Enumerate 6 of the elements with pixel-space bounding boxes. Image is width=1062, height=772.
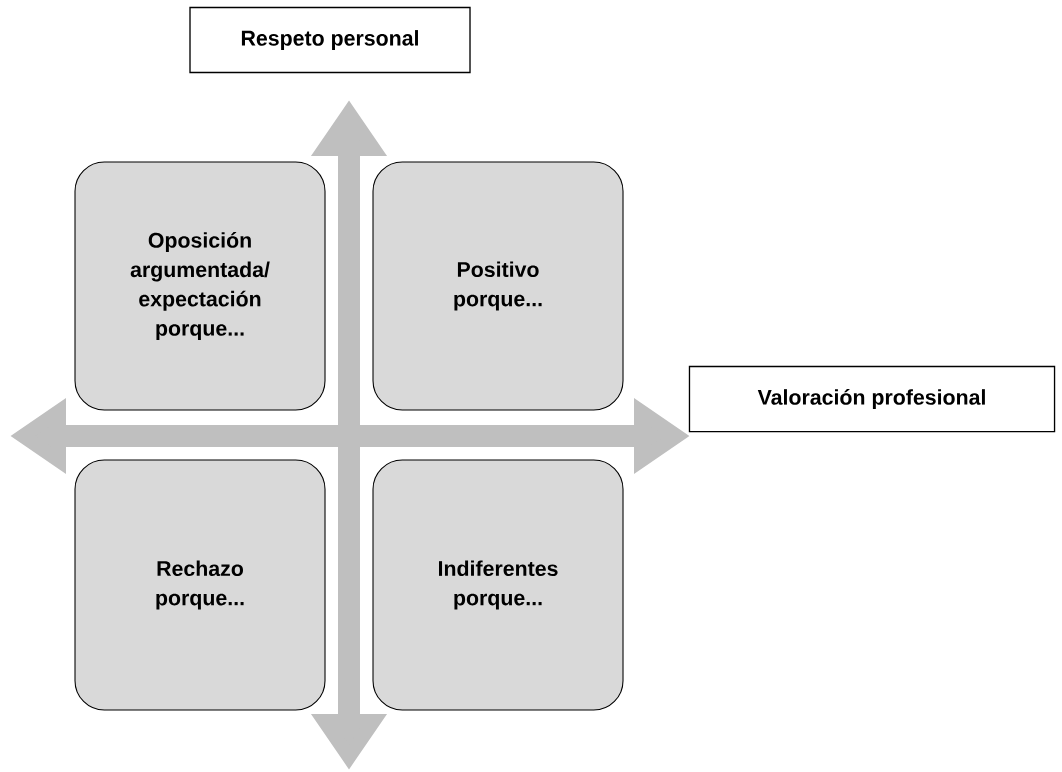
quadrant-box: Indiferentes porque... [372, 459, 624, 711]
axis-label-box: Respeto personal [189, 6, 471, 74]
quadrant-box: Rechazo porque... [74, 459, 326, 711]
axis-label-box: Valoración profesional [688, 365, 1056, 433]
quadrant-box: Oposición argumentada/ expectación porque... [74, 161, 326, 411]
quadrant-box: Positivo porque... [372, 161, 624, 411]
